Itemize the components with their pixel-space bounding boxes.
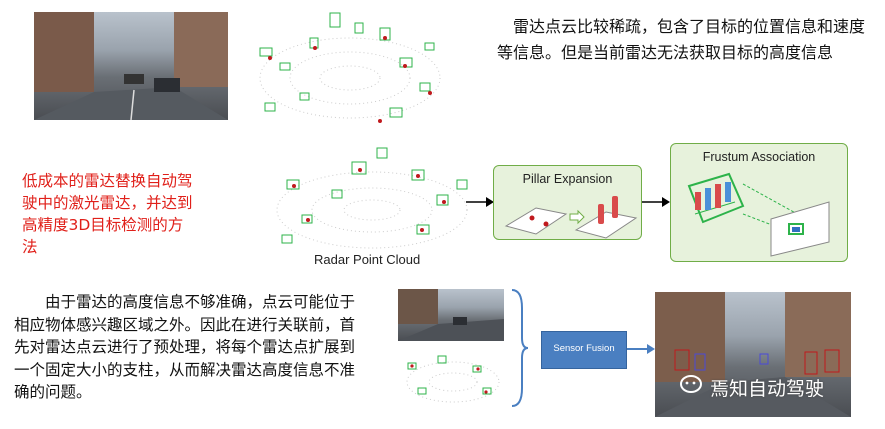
street-photo-bottom: [398, 289, 504, 341]
pillar-expansion-label: Pillar Expansion: [522, 172, 613, 186]
wechat-icon: [680, 375, 702, 393]
arrow-to-pillar: [466, 197, 494, 207]
sensor-fusion-box: Sensor Fusion: [541, 331, 627, 369]
arrow-to-frustum: [642, 197, 670, 207]
brace: [511, 289, 529, 407]
frustum-association-box: Frustum Association: [670, 143, 848, 262]
sensor-fusion-label: Sensor Fusion: [553, 343, 615, 354]
point-cloud-bottom: [398, 348, 504, 408]
radar-point-cloud-label: Radar Point Cloud: [314, 252, 421, 267]
watermark-text: 焉知自动驾驶: [710, 378, 825, 400]
watermark: 焉知自动驾驶: [680, 372, 880, 400]
pillar-expansion-box: Pillar Expansion: [493, 165, 642, 240]
arrow-to-result: [627, 344, 655, 354]
top-paragraph: 雷达点云比较稀疏，包含了目标的位置信息和速度等信息。但是当前雷达无法获取目标的高…: [497, 17, 866, 62]
street-photo-top: [34, 12, 228, 121]
frustum-association-label: Frustum Association: [702, 150, 816, 164]
red-note: 低成本的雷达替换自动驾驶中的激光雷达，并达到高精度3D目标检测的方法: [22, 172, 193, 256]
point-cloud-top: [240, 8, 450, 136]
radar-point-cloud: [262, 140, 482, 250]
fusion-result-photo: [655, 292, 851, 417]
bottom-paragraph: 由于雷达的高度信息不够准确，点云可能位于相应物体感兴趣区域之外。因此在进行关联前…: [14, 293, 356, 401]
